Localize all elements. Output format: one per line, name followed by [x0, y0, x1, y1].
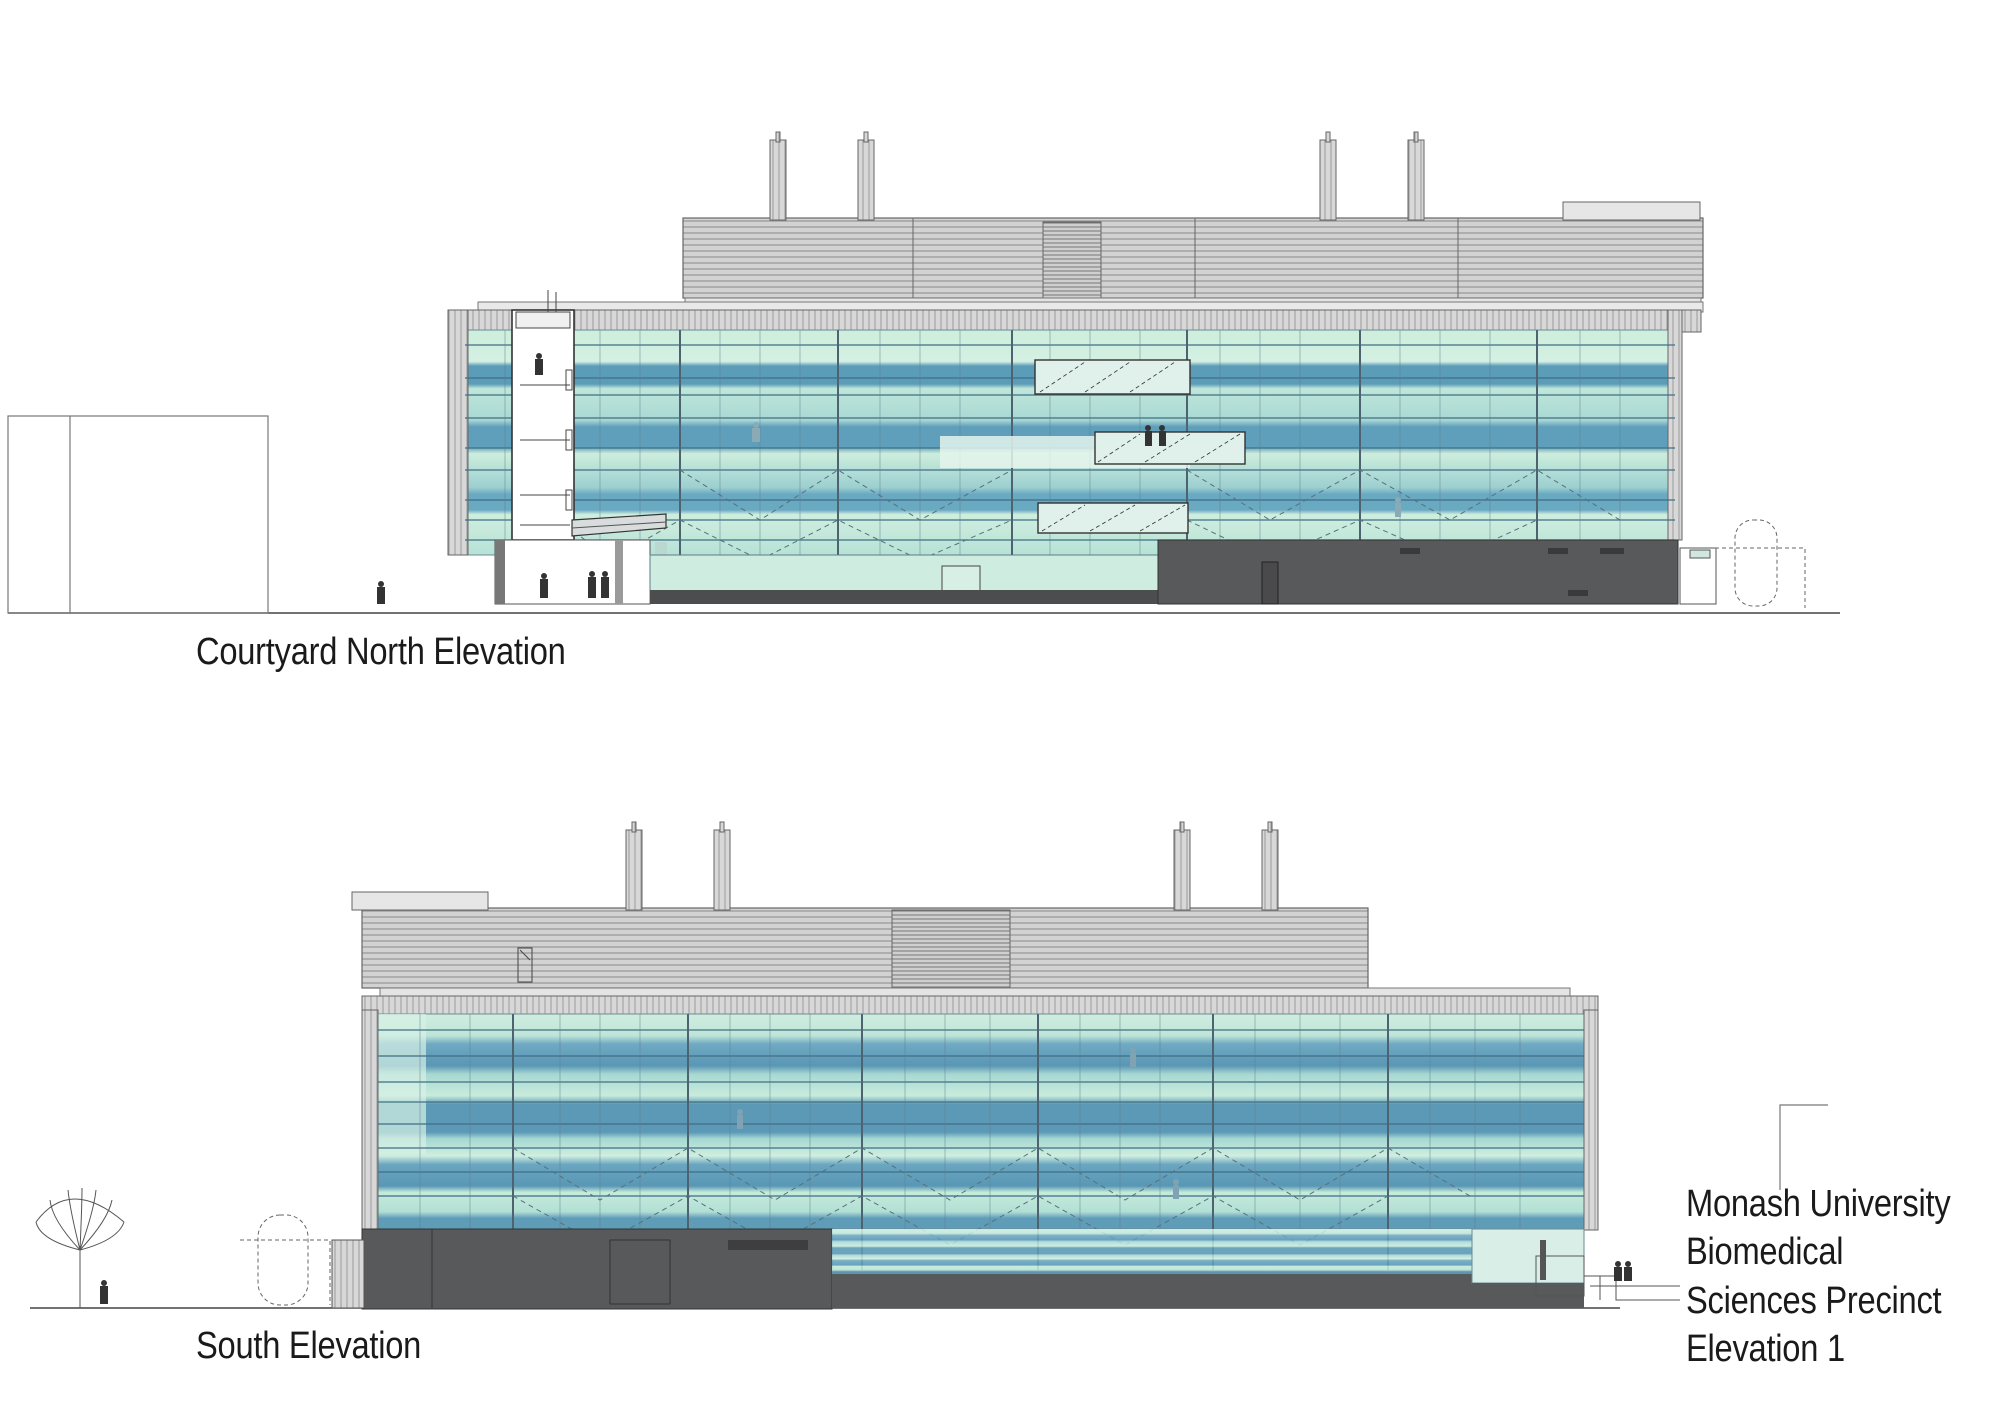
- south-roof-plant: [361, 907, 1369, 989]
- title-line-4: Elevation 1: [1686, 1327, 1845, 1370]
- north-people-figures: [377, 353, 1401, 604]
- south-elevation: [30, 821, 1828, 1310]
- north-exhaust-stacks: [769, 131, 1425, 221]
- north-elevation: [7, 131, 1840, 614]
- tree-icon: [35, 1187, 125, 1308]
- north-bridge-links: [1034, 359, 1246, 534]
- north-neighbour-building: [7, 415, 269, 614]
- south-elevation-caption: South Elevation: [196, 1325, 422, 1367]
- title-line-3: Sciences Precinct: [1686, 1279, 1942, 1322]
- title-block: Monash University Biomedical Sciences Pr…: [1686, 1180, 1951, 1373]
- north-roof-plant: [682, 217, 1704, 299]
- north-stair-tower: [511, 290, 575, 541]
- title-line-1: Monash University: [1686, 1183, 1951, 1225]
- title-line-2: Biomedical: [1686, 1231, 1844, 1274]
- north-elevation-caption: Courtyard North Elevation: [196, 631, 566, 673]
- south-exhaust-stacks: [625, 821, 1279, 911]
- south-curtain-wall: [377, 1013, 1585, 1230]
- south-people-figures: [100, 1047, 1632, 1304]
